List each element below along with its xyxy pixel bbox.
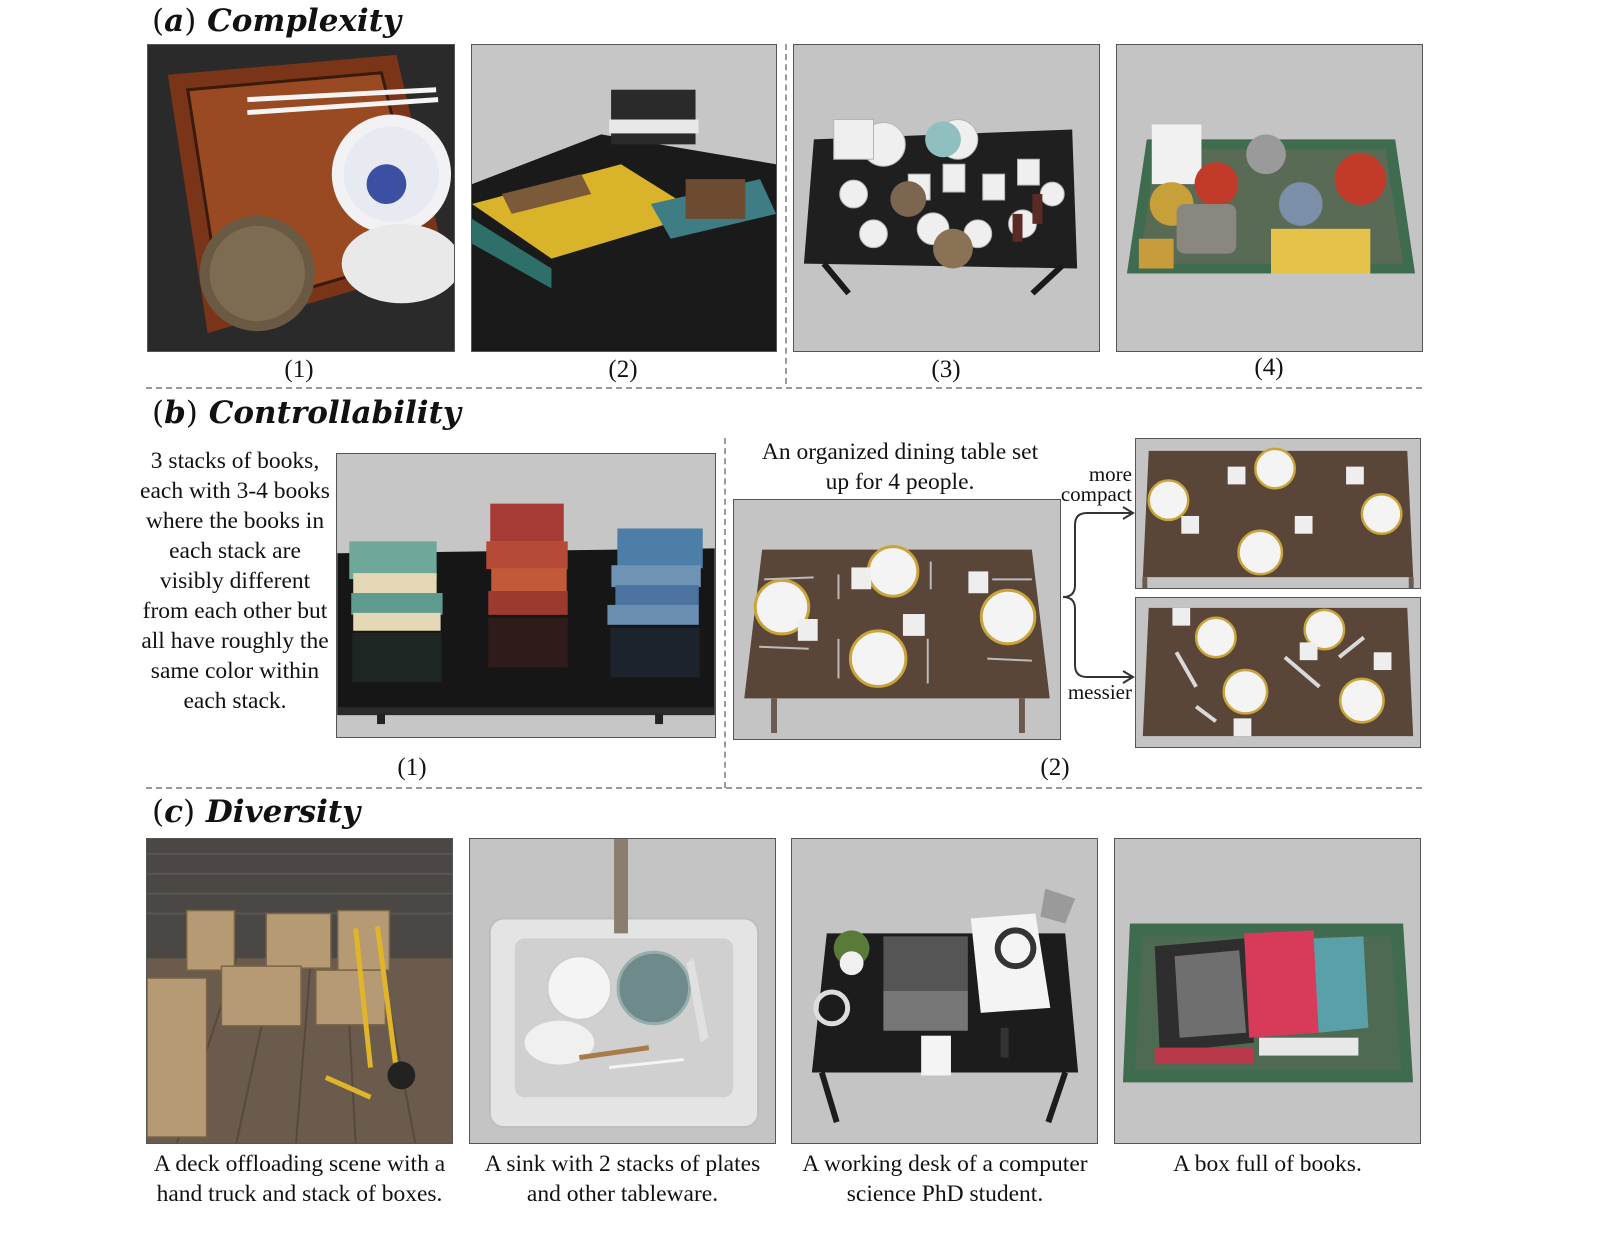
messy-table-illustration <box>1136 598 1420 747</box>
controllability-panel-1 <box>336 453 716 738</box>
box-of-books-illustration <box>1115 839 1420 1143</box>
tableware-tray-illustration <box>148 45 454 351</box>
compact-table-illustration <box>1136 439 1420 588</box>
dining-table-illustration <box>734 500 1060 739</box>
complexity-label-1: (1) <box>284 356 314 383</box>
cluttered-table-illustration <box>794 45 1099 351</box>
branch-arrows <box>1062 506 1135 684</box>
deck-boxes-illustration <box>147 839 452 1143</box>
book-stack-blue <box>607 528 703 625</box>
controllability-panel-2-main <box>733 499 1061 740</box>
controllability-panel-2-messier <box>1135 597 1421 748</box>
label-messier: messier <box>1067 680 1132 704</box>
complexity-divider <box>785 44 787 384</box>
diversity-panel-2 <box>469 838 776 1144</box>
diversity-caption-4: A box full of books. <box>1173 1151 1362 1177</box>
section-title-diversity: (c) Diversity <box>152 794 361 830</box>
books-table-illustration <box>472 45 776 351</box>
label-more-compact: more compact <box>1060 462 1132 506</box>
complexity-panel-2 <box>471 44 777 352</box>
controllability-label-1: (1) <box>397 754 427 781</box>
controllability-prompt-1: 3 stacks of books, each with 3-4 books w… <box>140 448 330 714</box>
book-stacks-illustration <box>337 454 715 737</box>
book-stack-red <box>486 503 568 615</box>
section-divider-2 <box>146 787 1422 789</box>
section-divider-1 <box>146 387 1422 389</box>
complexity-label-3: (3) <box>931 356 961 383</box>
controllability-prompt-2: An organized dining table set up for 4 p… <box>761 439 1039 495</box>
grocery-basket-illustration <box>1117 45 1422 351</box>
diversity-panel-1 <box>146 838 453 1144</box>
book-stack-green <box>349 541 443 631</box>
complexity-label-2: (2) <box>608 356 638 383</box>
diversity-caption-1: A deck offloading scene with a hand truc… <box>153 1151 446 1207</box>
section-title-controllability: (b) Controllability <box>152 395 461 431</box>
complexity-panel-4 <box>1116 44 1423 352</box>
complexity-label-4: (4) <box>1254 354 1284 381</box>
sink-dishes-illustration <box>470 839 775 1143</box>
diversity-panel-4 <box>1114 838 1421 1144</box>
working-desk-illustration <box>792 839 1097 1143</box>
diversity-panel-3 <box>791 838 1098 1144</box>
section-title-complexity: (a) Complexity <box>152 3 402 39</box>
controllability-label-2: (2) <box>1040 754 1070 781</box>
complexity-panel-1 <box>147 44 455 352</box>
diversity-caption-2: A sink with 2 stacks of plates and other… <box>484 1151 761 1207</box>
controllability-divider <box>724 438 726 788</box>
controllability-panel-2-compact <box>1135 438 1421 589</box>
diversity-caption-3: A working desk of a computer science PhD… <box>802 1151 1088 1207</box>
complexity-panel-3 <box>793 44 1100 352</box>
